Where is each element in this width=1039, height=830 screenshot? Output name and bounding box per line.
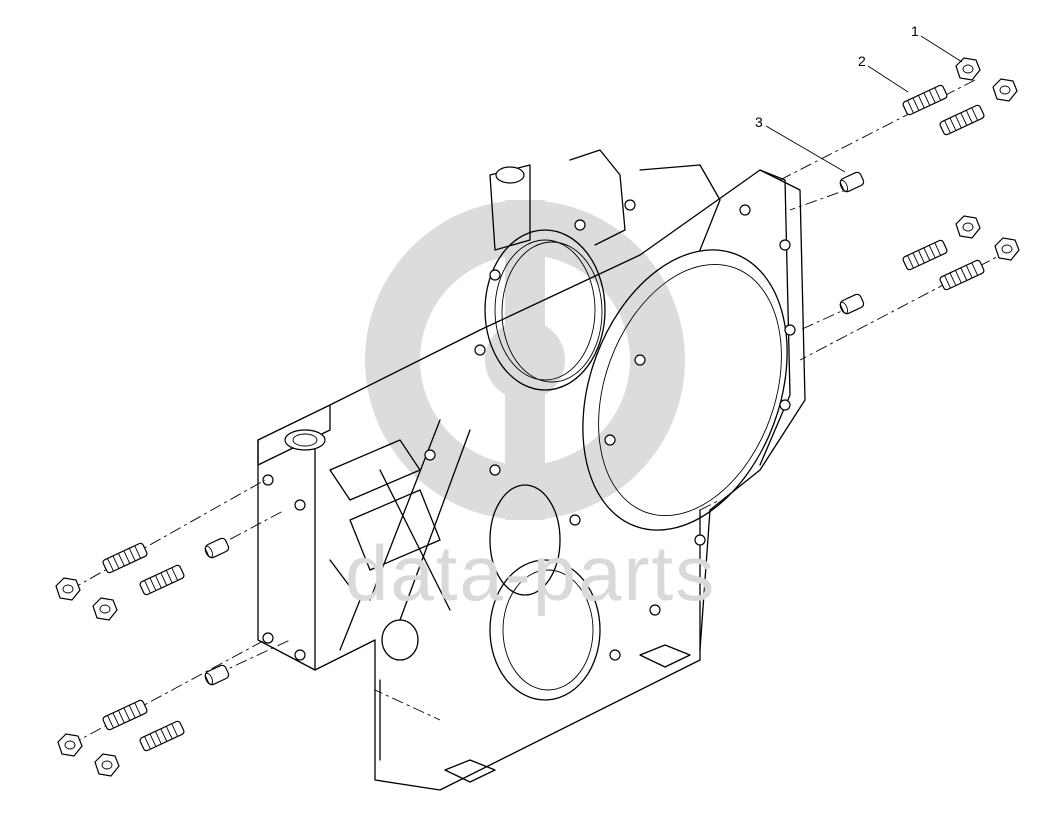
callouts: 1 2 3 — [755, 23, 963, 173]
dowel — [204, 664, 230, 686]
nut — [994, 237, 1020, 261]
nut — [955, 215, 981, 239]
callout-label-3: 3 — [755, 114, 763, 130]
hex-nuts — [55, 57, 1020, 777]
nut — [92, 597, 118, 621]
stud — [939, 259, 985, 291]
dowel-pins — [204, 171, 865, 686]
stud — [939, 104, 985, 136]
dowel — [204, 537, 230, 559]
studs — [102, 84, 985, 752]
stud — [102, 699, 148, 731]
dowel — [839, 293, 865, 315]
nut — [955, 57, 981, 81]
nut — [55, 577, 81, 601]
gear-housing — [257, 149, 806, 791]
nut — [992, 78, 1018, 102]
stud — [102, 542, 148, 574]
callout-label-2: 2 — [858, 53, 866, 69]
stud — [139, 720, 185, 752]
nut — [94, 753, 120, 777]
stud — [139, 564, 185, 596]
nut — [57, 733, 83, 757]
dowel — [839, 171, 865, 193]
watermark-logo — [365, 200, 685, 520]
callout-label-1: 1 — [911, 23, 919, 39]
stud — [902, 239, 948, 271]
stud — [902, 84, 948, 116]
watermark-text: data-parts — [345, 529, 716, 617]
